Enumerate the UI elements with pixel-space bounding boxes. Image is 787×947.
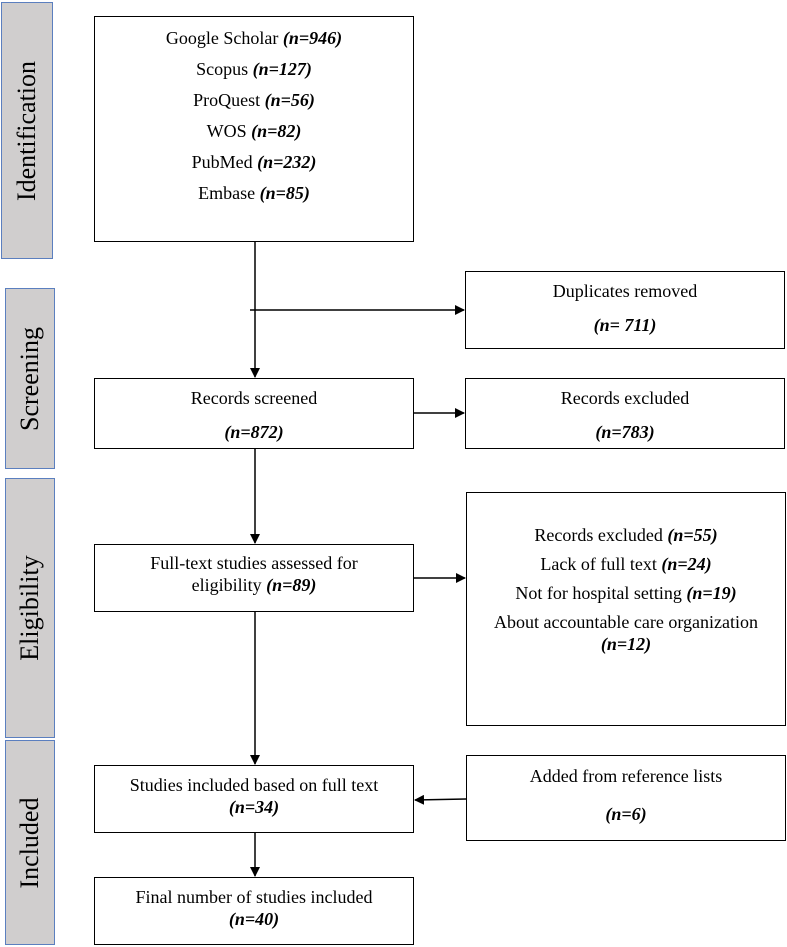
elig-excluded-item: Records excluded (n=55) — [534, 525, 718, 545]
reference-lists-label: Added from reference lists — [529, 766, 723, 786]
duplicates-removed-box: Duplicates removed (n= 711) — [465, 271, 785, 349]
identification-sources-box: Google Scholar (n=946) Scopus (n=127) Pr… — [94, 16, 414, 242]
duplicates-count: (n= 711) — [593, 315, 657, 335]
source-line: Embase (n=85) — [198, 183, 310, 203]
duplicates-label: Duplicates removed — [552, 281, 698, 301]
elig-excluded-item: Lack of full text (n=24) — [540, 554, 712, 574]
fulltext-label-line1: Full-text studies assessed for — [150, 553, 358, 573]
screened-count: (n=872) — [224, 422, 284, 442]
arrow-reference-to-included — [414, 794, 467, 805]
fulltext-assessed-box: Full-text studies assessed for eligibili… — [94, 544, 414, 612]
source-line: Scopus (n=127) — [196, 59, 312, 79]
reference-lists-box: Added from reference lists (n=6) — [466, 755, 786, 841]
fulltext-count: (n=89) — [266, 575, 317, 595]
reference-lists-count: (n=6) — [605, 804, 647, 824]
screened-label: Records screened — [190, 388, 318, 408]
final-included-box: Final number of studies included (n=40) — [94, 877, 414, 945]
source-line: WOS (n=82) — [206, 121, 302, 141]
elig-excluded-item: Not for hospital setting (n=19) — [515, 583, 737, 603]
records-excluded-box: Records excluded (n=783) — [465, 378, 785, 449]
elig-excluded-item-label: About accountable care organization — [493, 612, 759, 632]
screen-excluded-label: Records excluded — [560, 388, 690, 408]
included-fulltext-box: Studies included based on full text (n=3… — [94, 765, 414, 833]
phase-eligibility: Eligibility — [5, 478, 55, 738]
phase-included: Included — [5, 740, 55, 945]
phase-identification: Identification — [1, 2, 53, 259]
final-label: Final number of studies included — [135, 887, 373, 907]
screen-excluded-count: (n=783) — [595, 422, 655, 442]
source-line: Google Scholar (n=946) — [165, 28, 343, 48]
source-line: PubMed (n=232) — [191, 152, 317, 172]
elig-excluded-item-count: (n=12) — [600, 634, 652, 654]
phase-screening: Screening — [5, 288, 55, 469]
final-count: (n=40) — [228, 909, 280, 929]
included-fulltext-count: (n=34) — [228, 797, 280, 817]
eligibility-excluded-box: Records excluded (n=55) Lack of full tex… — [466, 492, 786, 726]
included-fulltext-label: Studies included based on full text — [129, 775, 379, 795]
records-screened-box: Records screened (n=872) — [94, 378, 414, 449]
fulltext-label-line2: eligibility (n=89) — [191, 575, 317, 595]
source-line: ProQuest (n=56) — [193, 90, 315, 110]
